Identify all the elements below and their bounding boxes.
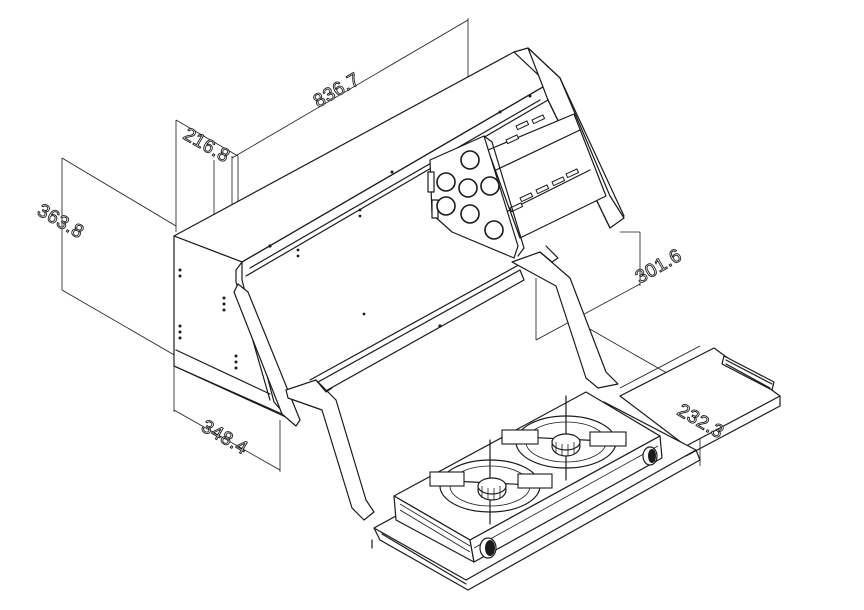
dim-width: 836.7 bbox=[310, 69, 364, 112]
dim-height: 363.8 bbox=[34, 200, 88, 243]
stove bbox=[393, 391, 663, 563]
support-frame bbox=[233, 245, 619, 549]
left-side-rivets bbox=[178, 268, 238, 370]
pull-out-tray bbox=[619, 347, 781, 457]
dim-top-depth: 216.8 bbox=[180, 124, 234, 167]
top-shelf bbox=[173, 47, 561, 419]
dim-base-depth: 348.4 bbox=[198, 416, 252, 459]
hole-panel bbox=[427, 135, 525, 259]
burner-left bbox=[429, 439, 553, 525]
right-cabinet bbox=[487, 47, 625, 239]
burner-right bbox=[501, 395, 627, 481]
